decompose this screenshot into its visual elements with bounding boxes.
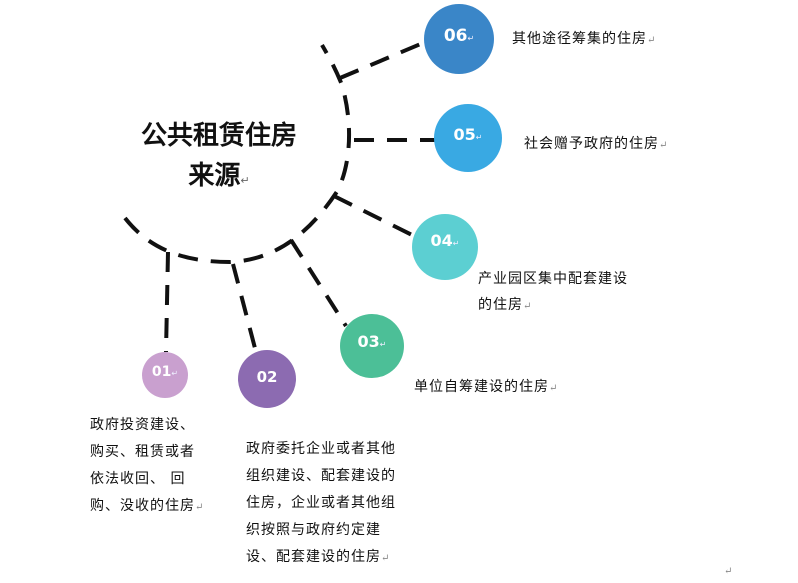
node-03-circle: 03↵ <box>340 314 404 378</box>
node-01-circle: 01↵ <box>142 352 188 398</box>
paragraph-mark-icon: ↵ <box>467 34 475 43</box>
node-04-text: 产业园区集中配套建设 的住房↵ <box>478 271 628 313</box>
node-05-label: 05 <box>453 125 476 144</box>
node-05-circle: 05↵ <box>434 104 502 172</box>
paragraph-mark-icon: ↵ <box>724 566 733 577</box>
paragraph-mark-icon: ↵ <box>523 301 532 312</box>
paragraph-mark-icon: ↵ <box>659 140 668 151</box>
connector-02 <box>231 263 258 353</box>
node-03-label: 03 <box>357 332 380 351</box>
paragraph-mark-icon: ↵ <box>171 369 179 378</box>
node-06-label: 06 <box>443 26 468 46</box>
paragraph-mark-icon: ↵ <box>647 35 656 46</box>
node-02-circle: 02 <box>238 350 296 408</box>
node-01-label: 01 <box>151 364 172 380</box>
diagram-title: 公共租赁住房 来源↵ <box>124 116 314 201</box>
node-06-text: 其他途径筹集的住房↵ <box>512 31 656 47</box>
node-02-text: 政府委托企业或者其他 组织建设、配套建设的 住房，企业或者其他组 织按照与政府约… <box>246 441 396 565</box>
title-line-1: 公共租赁住房 <box>140 121 297 151</box>
paragraph-mark-icon: ↵ <box>549 383 558 394</box>
trunk-arc <box>123 44 352 265</box>
node-03-text: 单位自筹建设的住房↵ <box>414 379 558 395</box>
node-05-text: 社会赠予政府的住房↵ <box>524 136 668 152</box>
connector-06 <box>339 38 431 80</box>
node-02-label: 02 <box>256 368 278 386</box>
paragraph-mark-icon: ↵ <box>475 133 483 142</box>
paragraph-mark-icon: ↵ <box>379 340 387 349</box>
paragraph-mark-icon: ↵ <box>195 502 204 513</box>
paragraph-mark-icon: ↵ <box>240 174 250 187</box>
connector-03 <box>289 238 348 328</box>
node-06-circle: 06↵ <box>424 4 494 74</box>
node-04-circle: 04↵ <box>412 214 478 280</box>
paragraph-mark-icon: ↵ <box>381 553 390 564</box>
node-04-label: 04 <box>430 231 453 250</box>
title-line-2: 来源 <box>188 161 241 191</box>
connector-01 <box>164 251 170 353</box>
node-01-text: 政府投资建设、 购买、租赁或者 依法收回、 回 购、没收的住房↵ <box>90 417 204 514</box>
paragraph-mark-icon: ↵ <box>452 239 460 248</box>
connector-04 <box>333 194 419 240</box>
